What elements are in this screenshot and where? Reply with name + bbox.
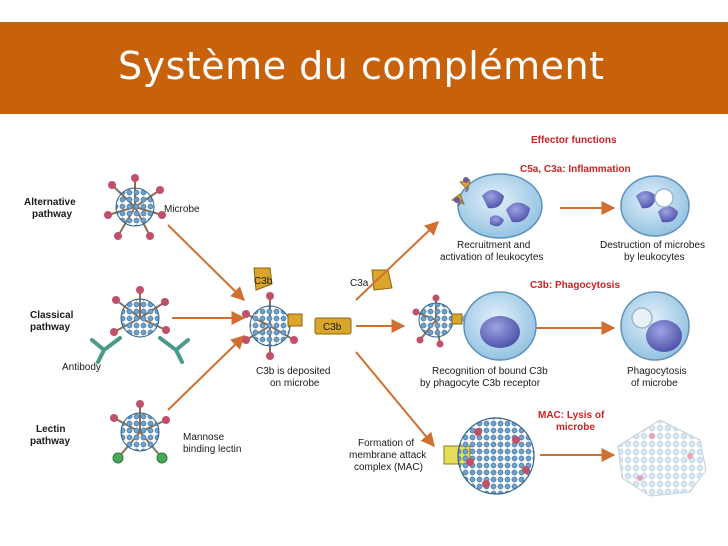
svg-text:microbe: microbe (556, 422, 595, 433)
svg-text:Alternative: Alternative (24, 197, 76, 208)
title-bar (0, 22, 728, 114)
recruited-leukocyte (451, 173, 543, 239)
svg-text:of microbe: of microbe (631, 378, 678, 389)
mac-formation-label: Formation of membrane attack complex (MA… (349, 438, 427, 473)
svg-text:C3b is deposited: C3b is deposited (256, 366, 331, 377)
effector-heading: Effector functions (531, 135, 617, 146)
classical-microbe (110, 286, 170, 338)
c3b-box-label: C3b (323, 322, 342, 333)
svg-text:pathway: pathway (30, 436, 70, 447)
destruction-leukocyte (620, 175, 690, 237)
svg-text:complex (MAC): complex (MAC) (354, 462, 423, 473)
lectin-pathway-label: Lectin pathway (30, 424, 70, 447)
alternative-microbe (104, 174, 166, 240)
phagocyte-recognition (412, 291, 537, 361)
mac-microbe (443, 417, 535, 495)
svg-text:pathway: pathway (30, 322, 70, 333)
c3a-label: C3a (350, 278, 369, 289)
svg-text:on microbe: on microbe (270, 378, 320, 389)
phagocytosis-label: Phagocytosis of microbe (627, 366, 686, 389)
svg-text:by leukocytes: by leukocytes (624, 252, 685, 263)
svg-text:pathway: pathway (32, 209, 72, 220)
svg-text:Classical: Classical (30, 310, 74, 321)
c3a-fragment (371, 269, 393, 291)
antibody-label: Antibody (62, 362, 101, 373)
svg-text:Mannose: Mannose (183, 432, 225, 443)
svg-text:MAC: Lysis of: MAC: Lysis of (538, 410, 605, 421)
phagocytosis-heading: C3b: Phagocytosis (530, 280, 620, 291)
c3b-box (314, 317, 352, 335)
recognition-label: Recognition of bound C3b by phagocyte C3… (420, 366, 548, 389)
svg-text:Destruction of microbes: Destruction of microbes (600, 240, 705, 251)
svg-text:activation of leukocytes: activation of leukocytes (440, 252, 543, 263)
svg-text:binding lectin: binding lectin (183, 444, 241, 455)
svg-text:Lectin: Lectin (36, 424, 65, 435)
phagocytosed-cell (620, 291, 690, 361)
lysis-heading: MAC: Lysis of microbe (538, 410, 605, 433)
c3b-deposited-microbe: C3b (242, 267, 303, 360)
alternative-pathway-label: Alternative pathway (24, 197, 76, 220)
microbe-label: Microbe (164, 204, 200, 215)
destruction-label: Destruction of microbes by leukocytes (600, 240, 705, 263)
mannose-label: Mannose binding lectin (183, 432, 241, 455)
svg-text:Recognition of bound C3b: Recognition of bound C3b (432, 366, 548, 377)
slide-title: Système du complément (118, 44, 605, 88)
diverging-arrows (355, 201, 616, 462)
converging-arrows (167, 224, 246, 411)
svg-text:by phagocyte C3b receptor: by phagocyte C3b receptor (420, 378, 541, 389)
svg-text:Formation of: Formation of (358, 438, 414, 449)
inflammation-heading: C5a, C3a: Inflammation (520, 164, 631, 175)
lectin-microbe (110, 400, 170, 464)
svg-text:Phagocytosis: Phagocytosis (627, 366, 686, 377)
svg-text:Recruitment and: Recruitment and (457, 240, 530, 251)
classical-pathway-label: Classical pathway (30, 310, 74, 333)
c3b-deposited-label: C3b is deposited on microbe (256, 366, 331, 389)
recruitment-label: Recruitment and activation of leukocytes (440, 240, 543, 263)
lysed-microbe (617, 419, 707, 497)
svg-text:membrane attack: membrane attack (349, 450, 427, 461)
antibody-icon (90, 336, 190, 364)
c3b-small-label: C3b (254, 276, 273, 287)
